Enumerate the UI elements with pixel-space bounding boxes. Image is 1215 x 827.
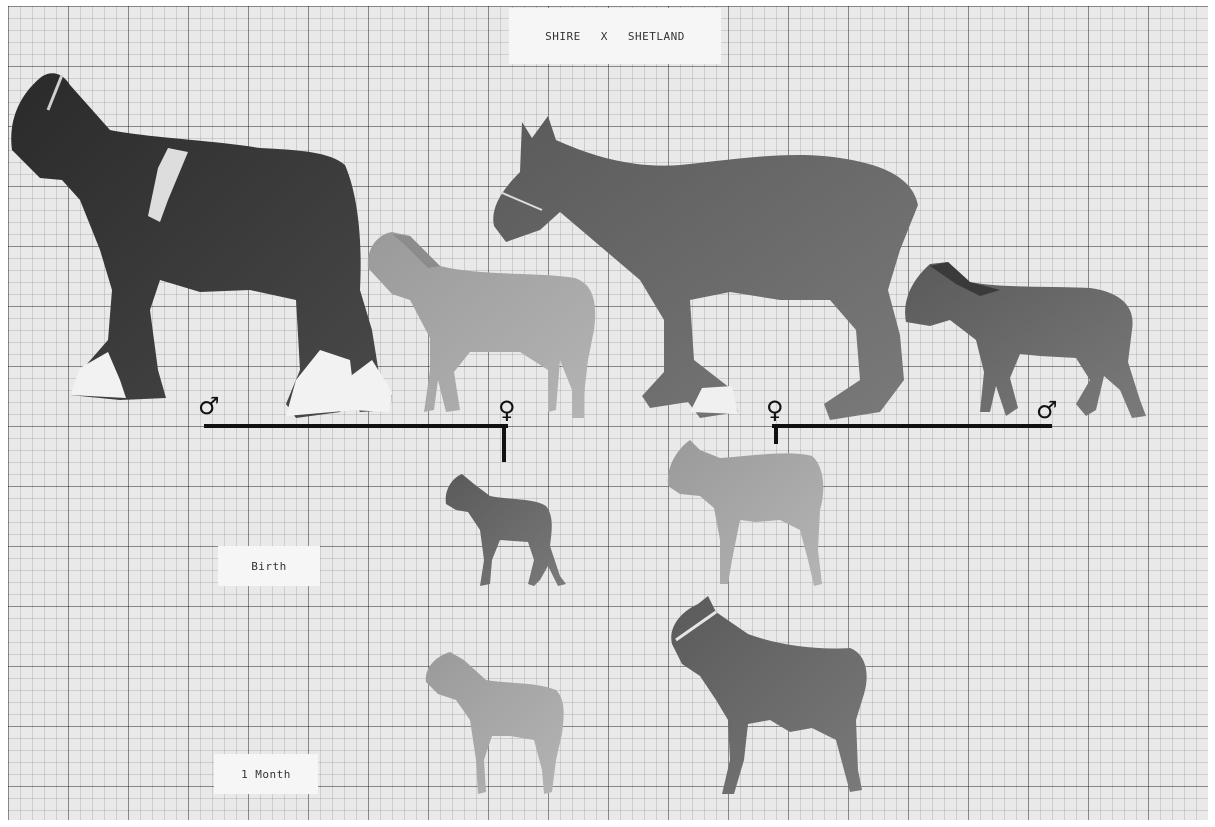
- foal-1-month-shire-dam-photo: [671, 596, 866, 794]
- foal-birth-shetland-dam-photo: [446, 474, 566, 586]
- female-symbol-shire-mare: ♀: [766, 396, 784, 424]
- female-symbol-shetland-mare: ♀: [498, 396, 516, 424]
- birth-label: Birth: [218, 546, 320, 586]
- male-symbol-shire-stallion: ♂: [198, 392, 220, 420]
- male-symbol-shetland-stallion: ♂: [1036, 396, 1058, 424]
- shetland-stallion-photo: [905, 262, 1146, 418]
- shire-stallion-photo: [11, 73, 392, 418]
- shetland-mare-photo: [368, 232, 595, 418]
- foal-1-month-shetland-dam-photo: [426, 652, 564, 794]
- foal-birth-shire-dam-photo: [668, 440, 824, 586]
- one-month-label: 1 Month: [214, 754, 318, 794]
- pedigree-lines: [204, 426, 1052, 462]
